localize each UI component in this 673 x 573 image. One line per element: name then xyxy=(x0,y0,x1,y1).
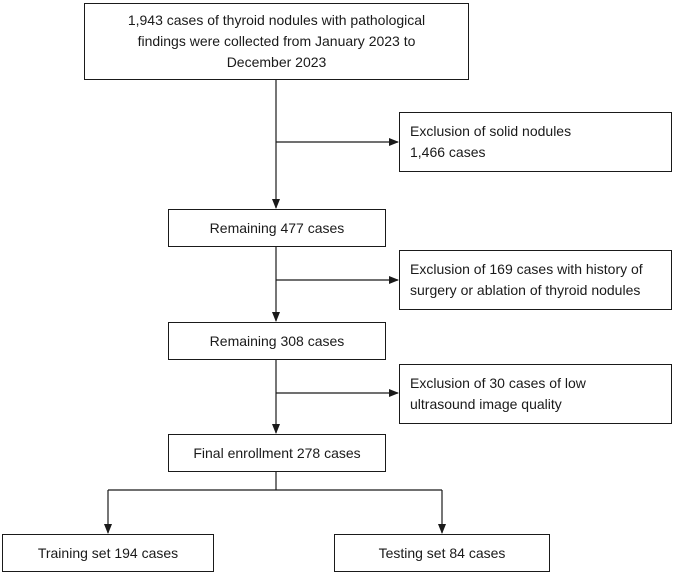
exclusion-solid-box: Exclusion of solid nodules 1,466 cases xyxy=(399,112,672,172)
remaining-1-box: Remaining 477 cases xyxy=(168,209,386,247)
testing-set-label: Testing set 84 cases xyxy=(378,544,506,561)
start-line-1: 1,943 cases of thyroid nodules with path… xyxy=(127,12,426,28)
exclusion-quality-line-2: ultrasound image quality xyxy=(410,396,562,412)
start-line-2: findings were collected from January 202… xyxy=(137,33,416,49)
start-box: 1,943 cases of thyroid nodules with path… xyxy=(84,3,469,80)
remaining-2-label: Remaining 308 cases xyxy=(209,332,345,349)
exclusion-solid-line-2: 1,466 cases xyxy=(410,144,486,160)
testing-set-box: Testing set 84 cases xyxy=(334,534,550,572)
exclusion-surgery-box: Exclusion of 169 cases with history of s… xyxy=(399,250,672,310)
remaining-2-box: Remaining 308 cases xyxy=(168,322,386,360)
training-set-label: Training set 194 cases xyxy=(37,544,179,561)
final-enrollment-box: Final enrollment 278 cases xyxy=(168,434,386,472)
exclusion-surgery-line-2: surgery or ablation of thyroid nodules xyxy=(410,282,641,298)
exclusion-surgery-line-1: Exclusion of 169 cases with history of xyxy=(410,261,643,277)
training-set-box: Training set 194 cases xyxy=(2,534,214,572)
remaining-1-label: Remaining 477 cases xyxy=(209,219,345,236)
exclusion-solid-line-1: Exclusion of solid nodules xyxy=(410,123,572,139)
exclusion-quality-line-1: Exclusion of 30 cases of low xyxy=(410,375,586,391)
start-line-3: December 2023 xyxy=(226,54,327,70)
exclusion-quality-box: Exclusion of 30 cases of low ultrasound … xyxy=(399,364,672,424)
final-enrollment-label: Final enrollment 278 cases xyxy=(193,444,361,461)
